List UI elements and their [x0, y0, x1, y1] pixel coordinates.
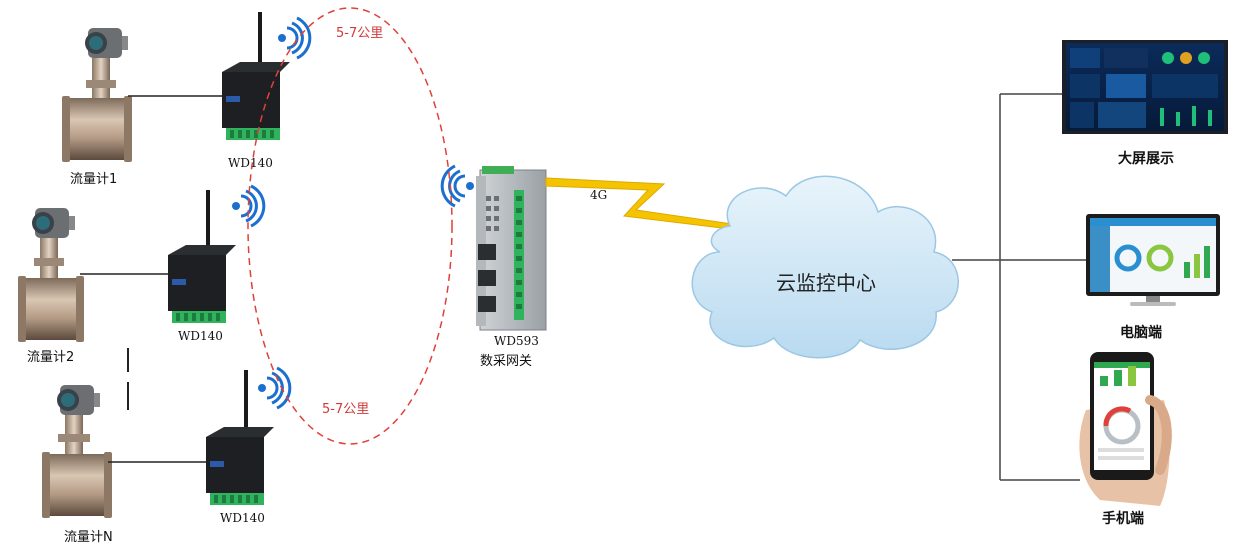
range-label-top: 5-7公里: [336, 26, 384, 41]
flowmeter-n-label: 流量计N: [64, 530, 113, 545]
wifi-icon: [258, 366, 292, 410]
flowmeter-2-label: 流量计2: [27, 350, 75, 365]
terminal-bus: [952, 93, 1086, 481]
lightning-bolt-4g: [545, 177, 748, 231]
wd140-node-n-label: WD140: [220, 511, 265, 525]
gateway-model-label: WD593: [494, 334, 539, 348]
flowmeter-2: [18, 208, 84, 342]
gateway-name-label: 数采网关: [480, 354, 533, 369]
mobile-label: 手机端: [1102, 511, 1144, 527]
wd140-node-n: [206, 370, 274, 505]
big-screen-display: [1062, 40, 1228, 134]
wd140-node-2-label: WD140: [178, 329, 223, 343]
cloud-icon: [691, 175, 959, 359]
link-4g-label: 4G: [590, 188, 608, 202]
wd140-node-1: [222, 12, 290, 140]
desktop-monitor: [1086, 214, 1220, 306]
wd140-node-2: [168, 190, 236, 323]
desktop-label: 电脑端: [1120, 325, 1162, 341]
wd593-gateway: [476, 166, 547, 331]
wd140-node-1-label: WD140: [228, 156, 273, 170]
flowmeter-n: [42, 385, 112, 518]
flowmeter-1: [62, 28, 132, 162]
flowmeter-1-label: 流量计1: [70, 172, 118, 187]
wifi-icon: [232, 184, 266, 228]
range-label-bottom: 5-7公里: [322, 402, 370, 417]
cloud-center-label: 云监控中心: [776, 271, 876, 295]
big-screen-label: 大屏展示: [1118, 151, 1174, 167]
wifi-icon: [440, 164, 474, 208]
phone-in-hand: [1079, 352, 1172, 506]
wifi-icon: [278, 16, 312, 60]
range-ellipse: [247, 7, 453, 445]
